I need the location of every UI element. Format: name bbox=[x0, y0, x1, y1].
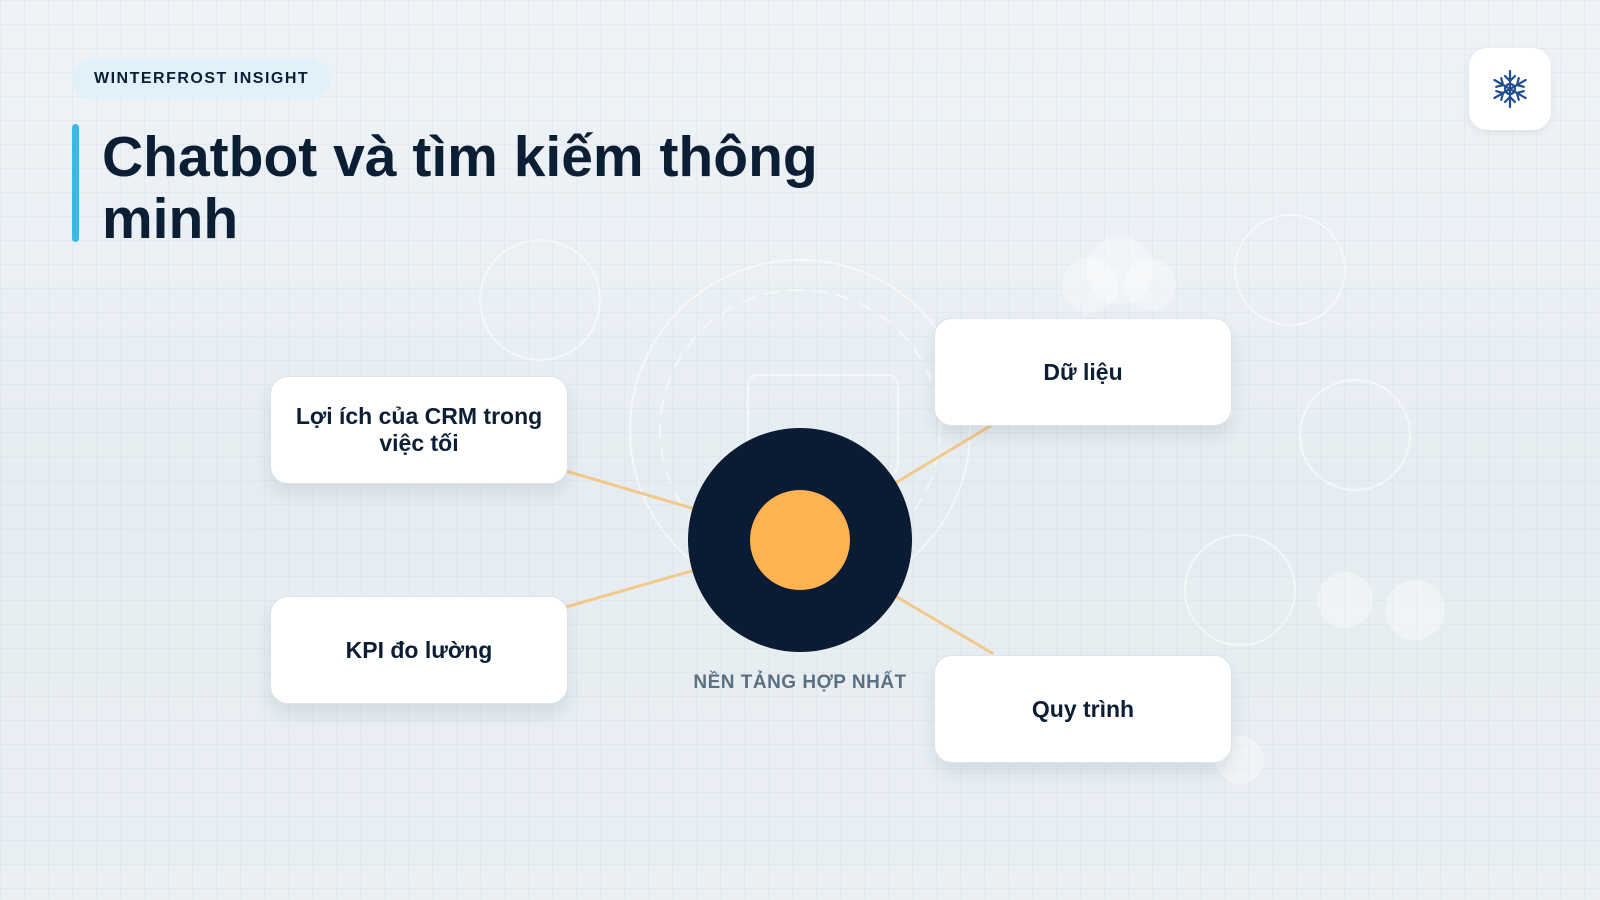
title-accent-bar bbox=[72, 124, 79, 242]
snowflake-icon bbox=[1493, 69, 1527, 109]
node-benefits: Lợi ích của CRM trong việc tối bbox=[270, 376, 568, 484]
node-label: KPI đo lường bbox=[345, 636, 493, 663]
logo-badge bbox=[1469, 48, 1551, 130]
node-data: Dữ liệu bbox=[934, 318, 1232, 426]
slide-title: Chatbot và tìm kiếm thông minh bbox=[102, 125, 818, 251]
node-label: Lợi ích của CRM trong việc tối bbox=[295, 403, 543, 456]
node-kpi: KPI đo lường bbox=[270, 596, 568, 704]
brand-pill: WINTERFROST INSIGHT bbox=[72, 59, 332, 99]
hub-inner-circle bbox=[750, 490, 850, 590]
node-label: Dữ liệu bbox=[1043, 358, 1123, 385]
node-label: Quy trình bbox=[1031, 695, 1135, 722]
node-process: Quy trình bbox=[934, 655, 1232, 763]
hub-label: NỀN TẢNG HỢP NHẤT bbox=[693, 672, 907, 693]
